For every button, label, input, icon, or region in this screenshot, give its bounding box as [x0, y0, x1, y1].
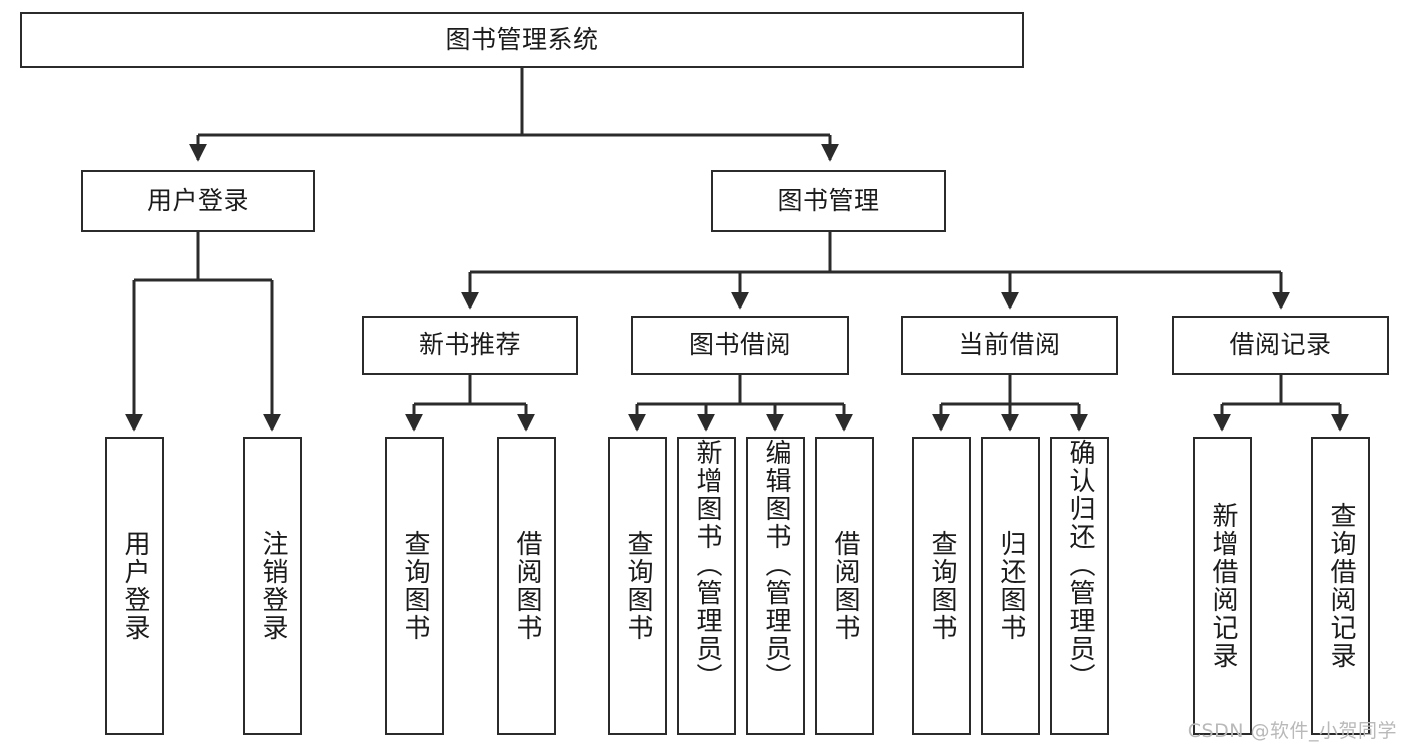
node-label: 查询图书	[623, 530, 654, 642]
node-label: 归还图书	[996, 530, 1027, 642]
leaf-return-book[interactable]: 归还图书	[981, 437, 1040, 735]
node-label: 借阅图书	[512, 530, 543, 642]
node-user-login[interactable]: 用户登录	[81, 170, 315, 232]
node-label: 新书推荐	[418, 330, 521, 360]
leaf-borrow-book[interactable]: 借阅图书	[815, 437, 874, 735]
leaf-user-login[interactable]: 用户登录	[105, 437, 164, 735]
node-label: 查询图书	[400, 530, 431, 642]
node-label: 用户登录	[146, 185, 249, 215]
node-current-borrow[interactable]: 当前借阅	[901, 316, 1118, 375]
node-borrow-record[interactable]: 借阅记录	[1172, 316, 1389, 375]
node-label: 新增图书（管理员）	[692, 439, 723, 691]
node-label: 借阅图书	[830, 530, 861, 642]
node-label: 确认归还（管理员）	[1065, 439, 1096, 691]
node-label: 当前借阅	[958, 330, 1061, 360]
leaf-logout[interactable]: 注销登录	[243, 437, 302, 735]
node-root-system[interactable]: 图书管理系统	[20, 12, 1024, 68]
leaf-query-book-borrow[interactable]: 查询图书	[608, 437, 667, 735]
node-label: 查询借阅记录	[1326, 502, 1357, 670]
leaf-confirm-return-admin[interactable]: 确认归还（管理员）	[1050, 437, 1109, 735]
node-book-management[interactable]: 图书管理	[711, 170, 946, 232]
node-new-book-recommend[interactable]: 新书推荐	[362, 316, 578, 375]
leaf-query-borrow-record[interactable]: 查询借阅记录	[1311, 437, 1370, 735]
node-label: 查询图书	[927, 530, 958, 642]
leaf-edit-book-admin[interactable]: 编辑图书（管理员）	[746, 437, 805, 735]
leaf-borrow-book-recommend[interactable]: 借阅图书	[497, 437, 556, 735]
leaf-query-book-current[interactable]: 查询图书	[912, 437, 971, 735]
node-label: 借阅记录	[1229, 330, 1332, 360]
leaf-add-borrow-record[interactable]: 新增借阅记录	[1193, 437, 1252, 735]
node-label: 用户登录	[120, 530, 151, 642]
node-label: 图书管理系统	[445, 24, 599, 54]
leaf-add-book-admin[interactable]: 新增图书（管理员）	[677, 437, 736, 735]
node-label: 新增借阅记录	[1208, 502, 1239, 670]
node-label: 编辑图书（管理员）	[761, 439, 792, 691]
node-label: 图书借阅	[688, 330, 791, 360]
node-label: 注销登录	[258, 530, 289, 642]
leaf-query-book-recommend[interactable]: 查询图书	[385, 437, 444, 735]
node-book-borrow[interactable]: 图书借阅	[631, 316, 849, 375]
watermark-text: CSDN @软件_小贺同学	[1187, 720, 1397, 742]
node-label: 图书管理	[777, 185, 880, 215]
